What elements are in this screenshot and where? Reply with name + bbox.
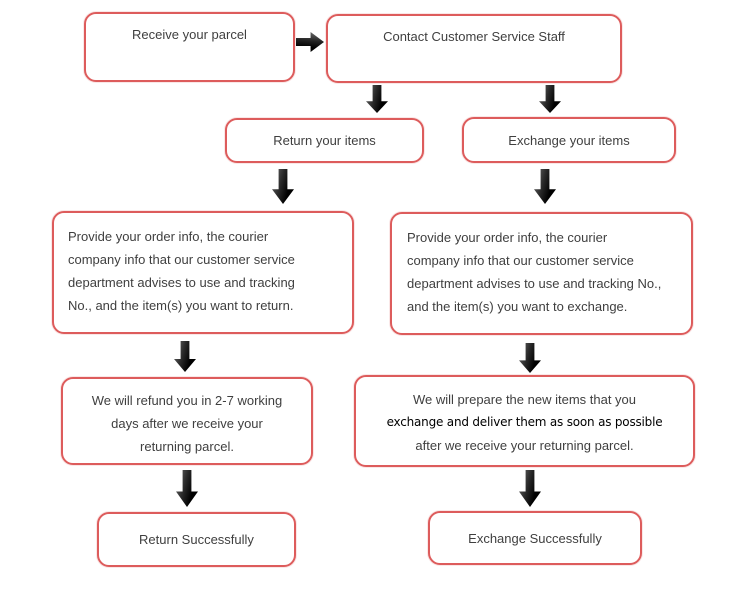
down-arrow (174, 341, 196, 372)
prepare-new-items-line: after we receive your returning parcel. (415, 438, 634, 453)
provide-return-info-line: company info that our customer service (68, 252, 295, 267)
provide-exchange-info-line: and the item(s) you want to exchange. (407, 299, 628, 314)
prepare-new-items-box: We will prepare the new items that you e… (354, 375, 695, 467)
prepare-new-items-line: We will prepare the new items that you (412, 392, 637, 407)
exchange-successfully-box: Exchange Successfully (428, 511, 642, 565)
down-arrow (534, 169, 556, 204)
refund-line: returning parcel. (140, 439, 234, 454)
return-your-items-label: Return your items (273, 133, 376, 148)
receive-parcel-box: Receive your parcel (84, 12, 295, 82)
provide-exchange-info-box: Provide your order info, the courier com… (390, 212, 693, 335)
exchange-your-items-label: Exchange your items (508, 132, 630, 148)
return-successfully-label: Return Successfully (139, 532, 254, 547)
down-arrow (272, 169, 294, 204)
provide-return-info-line: department advises to use and tracking (68, 275, 295, 290)
down-arrow (519, 470, 541, 507)
prepare-new-items-line: exchange and deliver them as soon as pos… (386, 415, 663, 429)
receive-parcel-label: Receive your parcel (132, 27, 247, 42)
exchange-your-items-box: Exchange your items (462, 117, 676, 163)
provide-return-info-box: Provide your order info, the courier com… (52, 211, 354, 334)
return-your-items-box: Return your items (225, 118, 424, 163)
exchange-successfully-label: Exchange Successfully (468, 530, 602, 546)
refund-box: We will refund you in 2-7 working days a… (61, 377, 313, 465)
down-arrow (176, 470, 198, 507)
provide-exchange-info-line: department advises to use and tracking N… (407, 276, 662, 291)
provide-return-info-line: Provide your order info, the courier (68, 229, 269, 244)
contact-customer-service-label: Contact Customer Service Staff (383, 29, 565, 44)
down-arrow (539, 85, 561, 113)
contact-customer-service-box: Contact Customer Service Staff (326, 14, 622, 83)
provide-exchange-info-line: company info that our customer service (407, 253, 634, 268)
provide-return-info-line: No., and the item(s) you want to return. (68, 298, 294, 313)
provide-exchange-info-line: Provide your order info, the courier (407, 230, 608, 245)
refund-line: We will refund you in 2-7 working (91, 393, 283, 408)
down-arrow (366, 85, 388, 113)
refund-line: days after we receive your (111, 416, 263, 431)
down-arrow (519, 343, 541, 373)
right-arrow (296, 32, 324, 52)
return-successfully-box: Return Successfully (97, 512, 296, 567)
